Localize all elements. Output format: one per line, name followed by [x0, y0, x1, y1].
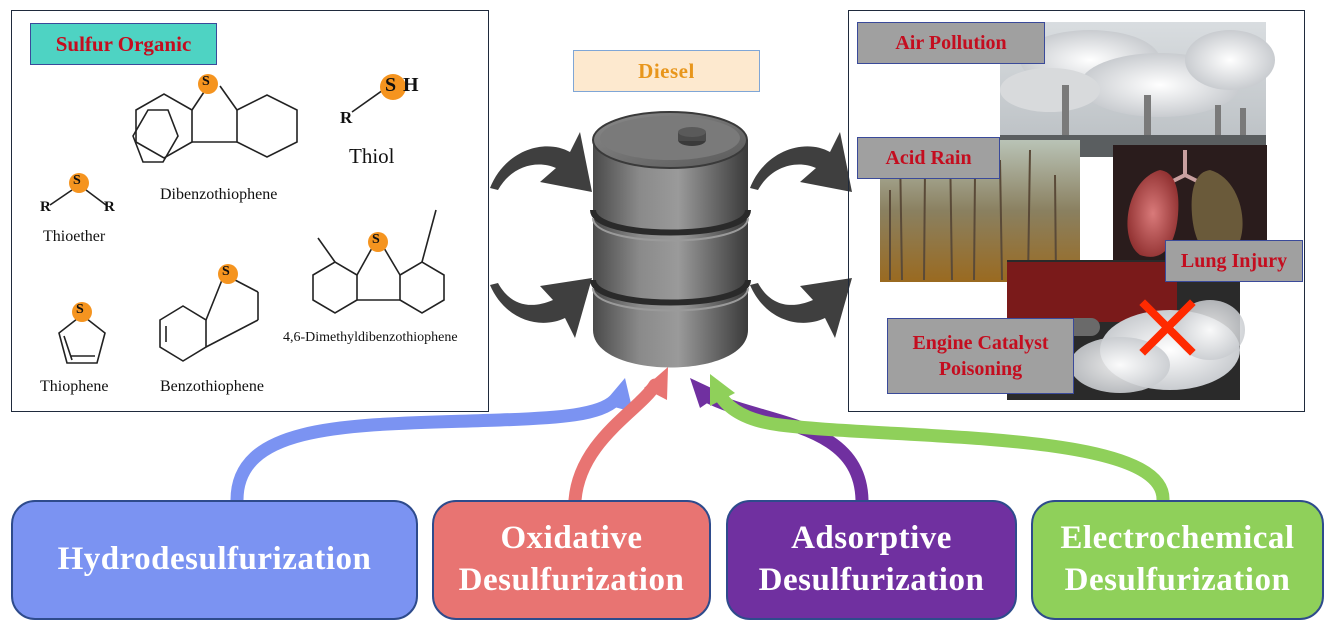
dibenzothiophene-label: Dibenzothiophene	[160, 186, 278, 203]
dmdbt-structure	[312, 209, 445, 314]
thiophene-sulfur-atom	[72, 302, 92, 322]
thioether-sulfur-atom	[69, 173, 89, 193]
hydrodesulfurization-box: Hydrodesulfurization	[11, 500, 418, 620]
engine-label-line2: Poisoning	[938, 358, 1023, 380]
dmdbt-label: 4,6-Dimethyldibenzothiophene	[283, 330, 458, 345]
sulfur-organic-title: Sulfur Organic	[30, 23, 217, 65]
thioether-sulfur-symbol: S	[73, 173, 81, 188]
method-1-line1: Hydrodesulfurization	[57, 541, 372, 578]
benzothiophene-structure	[159, 279, 259, 362]
method-3-line2: Desulfurization	[758, 562, 985, 598]
diesel-label: Diesel	[573, 50, 760, 92]
curved-arrow-icon	[490, 132, 852, 338]
oxidative-desulfurization-box: Oxidative Desulfurization	[432, 500, 711, 620]
thiol-sulfur-symbol: S	[385, 74, 397, 96]
method-2-line2: Desulfurization	[458, 562, 685, 598]
thioether-r-left: R	[40, 199, 51, 215]
sulfur-compounds-panel	[11, 10, 489, 412]
engine-catalyst-poisoning-label: Engine Catalyst Poisoning	[887, 318, 1074, 394]
thioether-structure	[49, 189, 107, 206]
cross-mark-icon	[1139, 299, 1196, 356]
method-4-line2: Desulfurization	[1064, 562, 1291, 598]
dibenzothiophene-structure	[132, 85, 298, 163]
thiol-structure	[351, 89, 384, 113]
dbt-sulfur-symbol: S	[202, 74, 210, 89]
method-2-line1: Oxidative	[500, 520, 643, 557]
benzothiophene-label: Benzothiophene	[160, 378, 264, 395]
benzothiophene-sulfur-atom	[218, 264, 238, 284]
thiophene-label: Thiophene	[40, 378, 109, 395]
thiol-hydrogen-symbol: H	[403, 74, 419, 96]
method-4-line1: Electrochemical	[1060, 520, 1295, 557]
thiophene-structure	[58, 313, 106, 364]
thiol-r-group: R	[340, 108, 353, 127]
electrochemical-arrow	[710, 374, 1170, 507]
thiol-sulfur-atom	[380, 74, 406, 100]
benzothiophene-sulfur-symbol: S	[222, 264, 230, 279]
adsorptive-desulfurization-box: Adsorptive Desulfurization	[726, 500, 1017, 620]
hydrodesulfurization-arrow	[230, 378, 633, 507]
acid-rain-label: Acid Rain	[857, 137, 1000, 179]
engine-label-line1: Engine Catalyst	[912, 332, 1049, 354]
thioether-r-right: R	[104, 199, 115, 215]
thiol-label: Thiol	[349, 144, 395, 168]
oxidative-arrow	[568, 367, 668, 507]
air-pollution-label: Air Pollution	[857, 22, 1045, 64]
thioether-label: Thioether	[43, 228, 106, 245]
electrochemical-desulfurization-box: Electrochemical Desulfurization	[1031, 500, 1324, 620]
dbt-sulfur-atom	[198, 74, 218, 94]
thiophene-sulfur-symbol: S	[76, 302, 84, 317]
lung-injury-label: Lung Injury	[1165, 240, 1303, 282]
dmdbt-sulfur-atom	[368, 232, 388, 252]
method-3-line1: Adsorptive	[791, 520, 952, 557]
dmdbt-sulfur-symbol: S	[372, 232, 380, 247]
oil-barrel-icon	[590, 111, 751, 368]
environmental-effects-panel	[848, 10, 1305, 412]
